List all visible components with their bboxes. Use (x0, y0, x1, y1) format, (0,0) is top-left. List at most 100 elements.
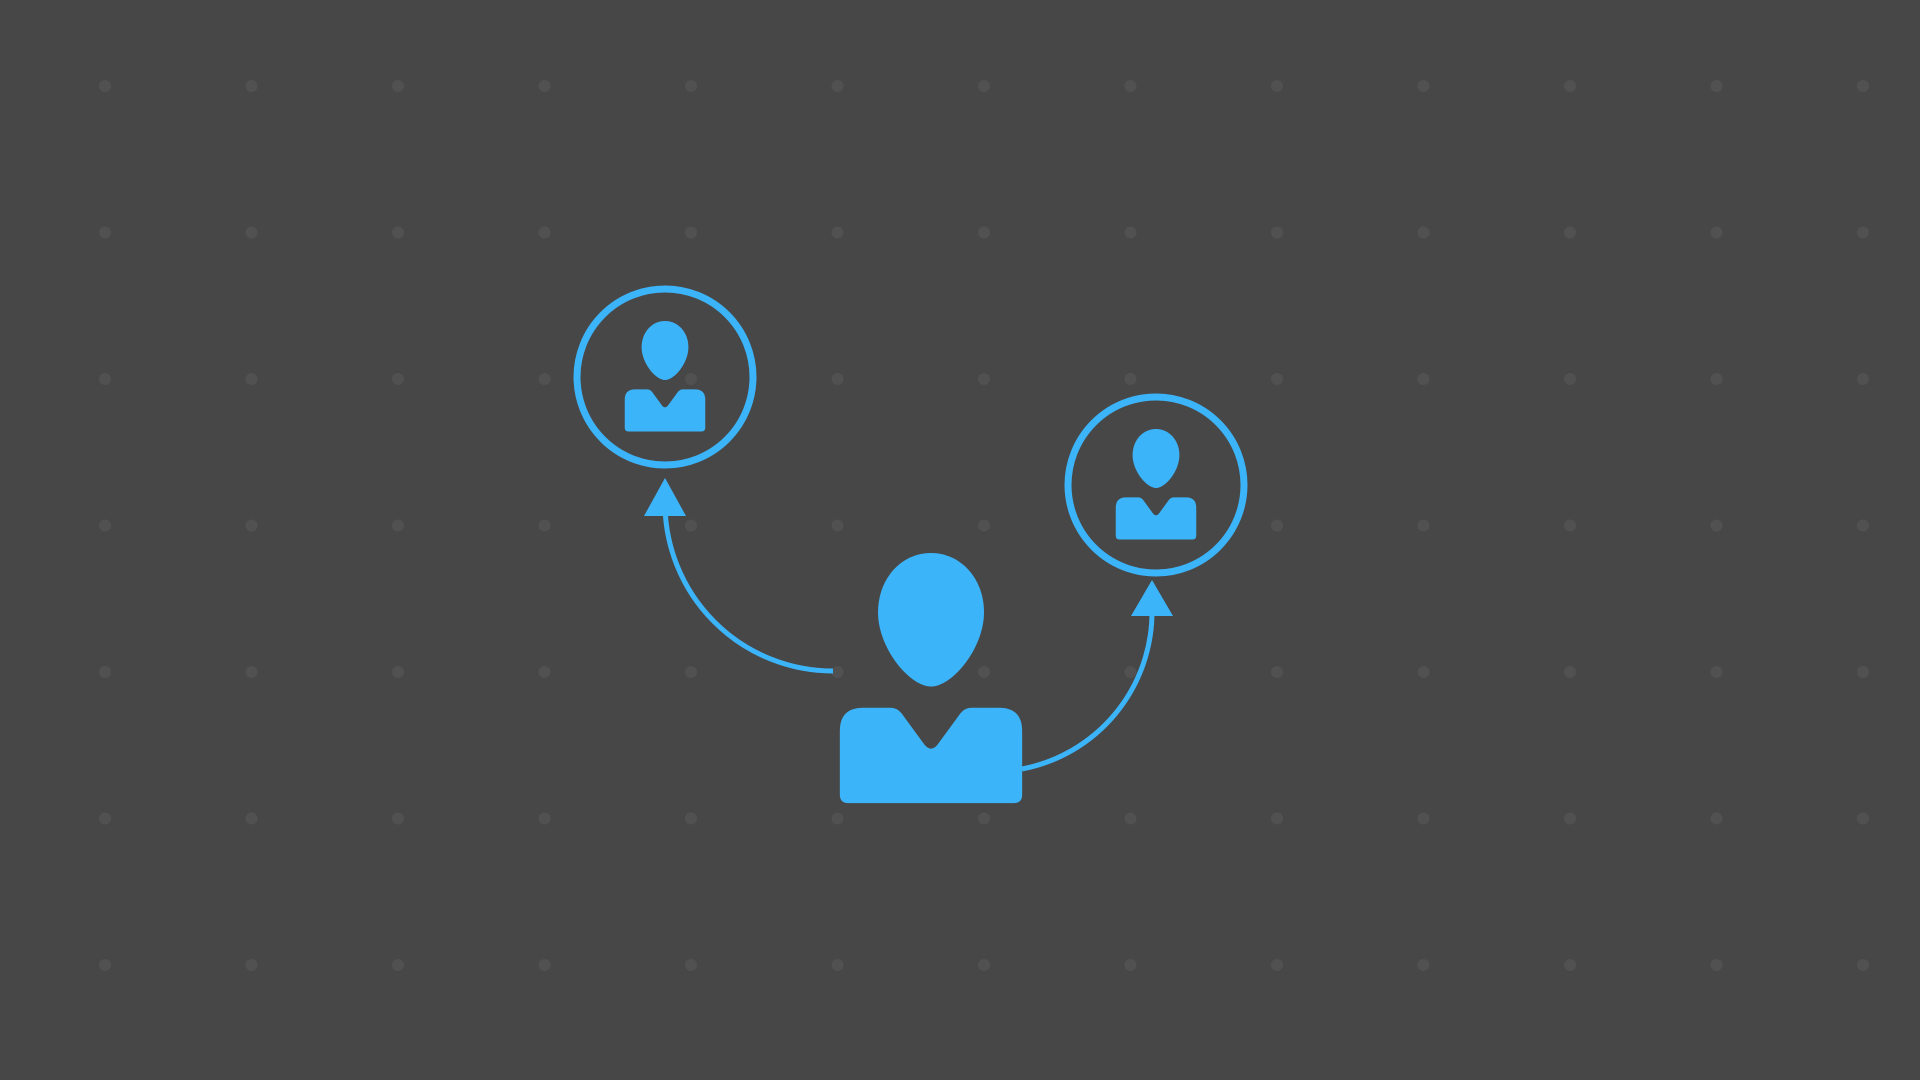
grid-dot (831, 666, 844, 678)
grid-dot (1710, 80, 1723, 92)
grid-dot (1417, 373, 1430, 385)
grid-dot (978, 80, 990, 92)
grid-dot (685, 519, 697, 532)
grid-dot (392, 226, 404, 239)
grid-dot (831, 373, 844, 385)
grid-dot (1417, 666, 1430, 678)
grid-dot (831, 519, 844, 532)
grid-dot (1564, 959, 1576, 971)
grid-dot (1564, 666, 1576, 678)
grid-dot (831, 80, 844, 92)
grid-dot (245, 373, 258, 385)
grid-dot (685, 80, 697, 92)
grid-dot (1857, 373, 1869, 385)
grid-dot (685, 812, 697, 825)
grid-dot (538, 373, 551, 385)
avatar-ring (573, 285, 757, 469)
grid-dot (1124, 812, 1137, 825)
grid-dot (1710, 959, 1723, 971)
grid-dot (1271, 812, 1283, 825)
grid-dot (245, 666, 258, 678)
grid-dot (1417, 959, 1430, 971)
grid-dot (685, 373, 697, 385)
grid-dot (245, 959, 258, 971)
dot-grid-pattern (99, 80, 1869, 971)
grid-dot (978, 226, 990, 239)
grid-dot (1124, 373, 1137, 385)
grid-dot (392, 666, 404, 678)
grid-dot (1417, 519, 1430, 532)
grid-dot (99, 519, 111, 532)
grid-dot (1710, 666, 1723, 678)
grid-dot (1417, 226, 1430, 239)
connector-curve (662, 502, 834, 674)
grid-dot (1857, 80, 1869, 92)
grid-dot (392, 80, 404, 92)
grid-dot (1857, 666, 1869, 678)
grid-dot (1857, 812, 1869, 825)
grid-dot (392, 959, 404, 971)
grid-dot (538, 80, 551, 92)
grid-dot (1857, 226, 1869, 239)
grid-dot (1710, 519, 1723, 532)
grid-dot (1857, 959, 1869, 971)
grid-dot (99, 666, 111, 678)
grid-dot (1564, 80, 1576, 92)
avatar-ring (1064, 393, 1248, 577)
grid-dot (99, 373, 111, 385)
grid-dot (392, 373, 404, 385)
target-user-right (1064, 393, 1248, 577)
grid-dot (1124, 80, 1137, 92)
grid-dot (1271, 666, 1283, 678)
grid-dot (685, 959, 697, 971)
grid-dot (1271, 959, 1283, 971)
grid-dot (1417, 812, 1430, 825)
arrow-up-icon (1131, 580, 1173, 616)
grid-dot (245, 80, 258, 92)
grid-dot (1857, 519, 1869, 532)
grid-dot (1564, 812, 1576, 825)
grid-dot (1271, 226, 1283, 239)
grid-dot (538, 519, 551, 532)
grid-dot (99, 959, 111, 971)
grid-dot (1564, 519, 1576, 532)
grid-dot (245, 226, 258, 239)
grid-dot (538, 666, 551, 678)
grid-dot (392, 812, 404, 825)
grid-dot (831, 812, 844, 825)
grid-dot (99, 226, 111, 239)
grid-dot (1271, 80, 1283, 92)
grid-dot (1710, 226, 1723, 239)
connector-curve (1021, 611, 1155, 772)
grid-dot (1710, 812, 1723, 825)
grid-dot (831, 226, 844, 239)
grid-dot (1124, 226, 1137, 239)
grid-dot (1710, 373, 1723, 385)
grid-dot (392, 519, 404, 532)
grid-dot (978, 373, 990, 385)
grid-dot (99, 812, 111, 825)
grid-dot (831, 959, 844, 971)
grid-dot (1417, 80, 1430, 92)
grid-dot (538, 959, 551, 971)
grid-dot (685, 226, 697, 239)
grid-dot (245, 812, 258, 825)
grid-dot (1564, 373, 1576, 385)
connector-to-left-user (644, 478, 834, 674)
connector-to-right-user (1021, 580, 1173, 772)
grid-dot (1271, 373, 1283, 385)
grid-dot (978, 519, 990, 532)
grid-dot (1124, 959, 1137, 971)
grid-dot (538, 812, 551, 825)
arrow-up-icon (644, 478, 686, 516)
grid-dot (1564, 226, 1576, 239)
grid-dot (978, 812, 990, 825)
grid-dot (685, 666, 697, 678)
grid-dot (538, 226, 551, 239)
grid-dot (978, 959, 990, 971)
grid-dot (1271, 519, 1283, 532)
target-user-left (573, 285, 757, 469)
